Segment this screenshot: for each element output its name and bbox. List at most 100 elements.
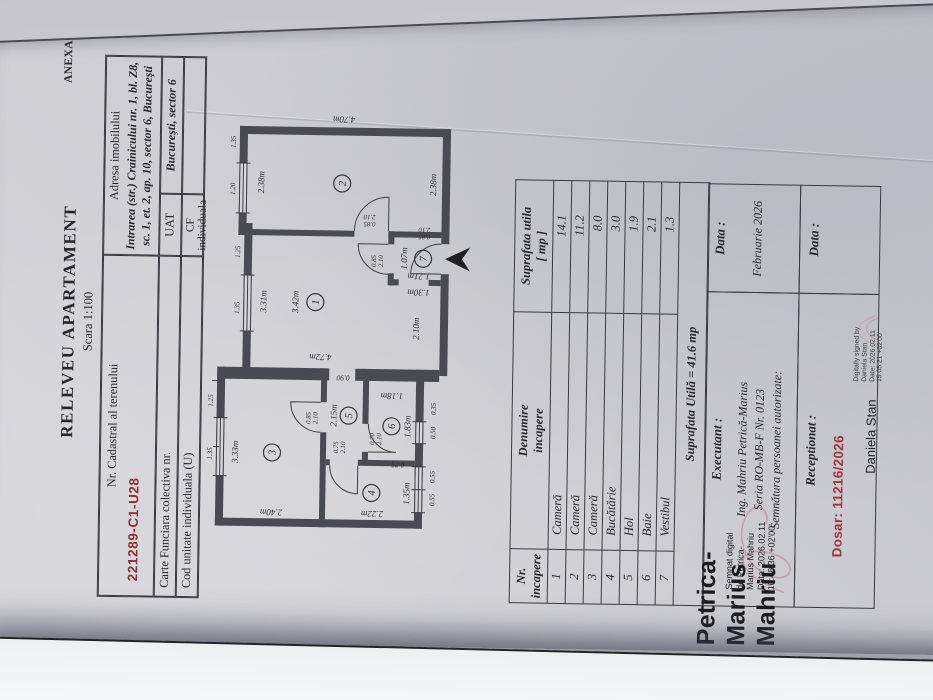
- dim-label: 0.85: [305, 411, 312, 424]
- adresa-cell: Adresa imobilului Intrarea (str.) Craini…: [103, 55, 163, 256]
- dim-label: 0.50: [429, 426, 437, 439]
- room-circle: [306, 293, 325, 312]
- dim-label: 1.35m: [401, 482, 411, 505]
- receptionat-data-label: Data :: [805, 222, 822, 257]
- dim-label: 2.38m: [428, 173, 438, 196]
- room-circle: [333, 174, 352, 193]
- room-nr: 7: [655, 550, 674, 606]
- dim-label: 0.85: [418, 233, 431, 240]
- dim-label: 2.10: [312, 412, 319, 425]
- receptionat-data-cell: Data :: [798, 184, 881, 296]
- room-circle: [362, 483, 381, 503]
- windows: [212, 162, 427, 514]
- dim-label: 1.21m: [407, 272, 430, 282]
- room-nr: 6: [637, 550, 656, 605]
- dim-label: 1.35: [206, 447, 214, 460]
- dim-label: 1.07m: [399, 247, 409, 270]
- dim-label: 2.10: [340, 441, 347, 454]
- dim-label: 2.10: [418, 226, 431, 233]
- dim-label: 2.15m: [328, 404, 338, 427]
- dim-label: 0.70: [369, 432, 376, 445]
- dim-label: 2.40m: [259, 507, 282, 517]
- dim-label: 1.83m: [402, 415, 412, 438]
- room-circle: [413, 249, 433, 268]
- executant-data-value: Februarie 2026: [749, 200, 765, 277]
- room-area: 14.1: [551, 180, 572, 313]
- adresa-label: Adresa imobilului: [106, 110, 123, 201]
- dim-label: 3.33m: [230, 440, 240, 464]
- room-area: 8.0: [587, 180, 608, 314]
- uat-label-cell: UAT: [159, 193, 183, 256]
- receptionat-label: Receptionat :: [802, 414, 819, 487]
- dim-label: 1.25: [234, 245, 242, 258]
- room-circle-number: 6: [387, 423, 398, 429]
- dim-label: 0.85: [363, 220, 376, 227]
- uat-label: UAT: [162, 212, 177, 237]
- scan-artifacts: [186, 110, 933, 594]
- carte-funciara-label: Carte Funciara colectiva nr.: [156, 451, 173, 588]
- room-circle: [262, 443, 282, 462]
- dim-label: 0.55: [429, 470, 437, 483]
- cf-label-cell: CF individuala: [181, 193, 209, 257]
- cadastral-value: 221289-C1-U28: [124, 477, 142, 582]
- room-area: 1.9: [623, 181, 644, 314]
- room-area: 11.2: [569, 180, 590, 313]
- dim-label: 4.72m: [309, 352, 332, 362]
- dim-label: 1.35: [233, 301, 241, 314]
- dim-label: 2.22m: [360, 509, 383, 519]
- room-circle-number: 1: [311, 299, 322, 304]
- dim-label: 0.55: [428, 493, 436, 506]
- room-nr: 1: [547, 549, 566, 604]
- executant-data-label: Data :: [712, 221, 728, 256]
- dim-label: 1.18m: [380, 391, 403, 401]
- dim-label: 2.10m: [411, 317, 421, 340]
- dim-label: 0.35: [430, 402, 438, 415]
- header-table: Nr. Cadastral al terenului 221289-C1-U28…: [96, 54, 209, 599]
- cadastral-cell: Nr. Cadastral al terenului 221289-C1-U28: [97, 254, 160, 597]
- room-nr: 5: [619, 550, 638, 605]
- dim-label: 1.25: [207, 394, 215, 407]
- dim-label: 0.90: [336, 373, 350, 382]
- room-circle-number: 4: [367, 490, 378, 496]
- room-nr: 2: [565, 549, 584, 604]
- room-nr: 3: [583, 549, 602, 605]
- room-circle: [382, 417, 401, 436]
- handwritten-initials: [857, 315, 885, 349]
- uat-value: Bucureşti, sector 6: [163, 79, 179, 172]
- room-circle-number: 2: [338, 180, 349, 186]
- cf-value: [183, 58, 185, 193]
- dim-label: 2.10: [363, 213, 376, 220]
- dim-label: 2.10: [378, 255, 385, 268]
- door-arcs: [290, 196, 442, 495]
- dim-label: 0.75: [333, 441, 340, 454]
- executant-data-cell: Data : Februarie 2026: [706, 183, 802, 295]
- room-circle: [339, 406, 358, 425]
- room-area: 3.0: [605, 181, 626, 314]
- dosar-number: Dosar: 11216/2026: [828, 435, 846, 558]
- dim-label: 4.70m: [333, 114, 356, 124]
- dim-label: 3.31m: [258, 290, 268, 314]
- dim-label: 1.20: [229, 182, 237, 195]
- entrance-arrow: [445, 247, 471, 272]
- room-nr: 4: [601, 550, 620, 605]
- dim-label: 0.85: [371, 254, 378, 267]
- room-area: 1.3: [659, 182, 680, 315]
- room-number-circles: 1 2 3 4 5 6 7: [262, 174, 433, 503]
- dim-label: 1.35: [230, 135, 238, 148]
- room-circle-number: 3: [268, 450, 279, 456]
- adresa-value: Intrarea (str.) Crainicului nr. 1, bl. Z…: [123, 61, 156, 250]
- room-circle-number: 5: [344, 413, 355, 418]
- dim-label: 0.75: [391, 460, 405, 469]
- cadastral-label: Nr. Cadastral al terenului: [104, 363, 121, 488]
- dim-label: 2.10: [376, 433, 383, 446]
- uat-value-cell: Bucureşti, sector 6: [160, 56, 185, 194]
- room-circle-number: 7: [419, 255, 430, 261]
- dim-label: 2.38m: [256, 171, 266, 194]
- room-area: 2.1: [641, 181, 662, 315]
- releveu-sheet: ANEXA NR. 18 RELEVEU APARTAMENT Scara 1:…: [0, 0, 933, 656]
